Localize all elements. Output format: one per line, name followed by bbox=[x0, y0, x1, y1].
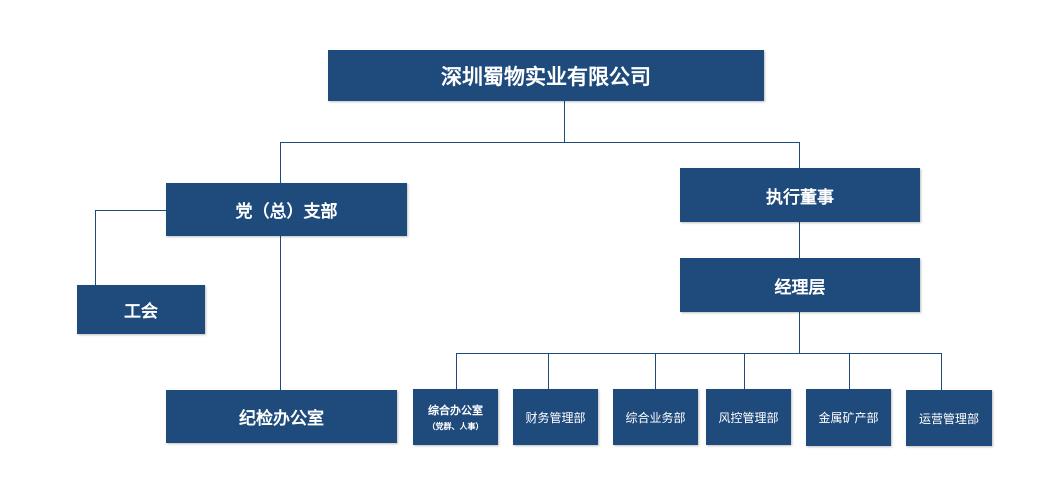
metal-mining-dept-label: 金属矿产部 bbox=[818, 411, 879, 425]
connector-line bbox=[280, 142, 800, 143]
connector-line bbox=[941, 353, 942, 390]
connector-line bbox=[456, 353, 457, 390]
connector-line bbox=[95, 210, 167, 211]
company-label: 深圳蜀物实业有限公司 bbox=[441, 64, 651, 89]
connector-line bbox=[456, 353, 942, 354]
operations-dept-label: 运营管理部 bbox=[918, 411, 979, 426]
connector-line bbox=[799, 222, 800, 259]
connector-line bbox=[564, 101, 565, 143]
connector-line bbox=[744, 353, 745, 390]
general-office-sublabel: （党群、人事） bbox=[427, 422, 484, 431]
connector-line bbox=[280, 236, 281, 391]
management-label: 经理层 bbox=[774, 277, 826, 298]
executive-director-node: 执行董事 bbox=[680, 168, 920, 222]
risk-dept-label: 风控管理部 bbox=[718, 410, 779, 425]
management-node: 经理层 bbox=[680, 258, 920, 312]
party-branch-node: 党（总）支部 bbox=[166, 183, 407, 236]
connector-line bbox=[799, 312, 800, 354]
connector-line bbox=[548, 353, 549, 390]
company-node: 深圳蜀物实业有限公司 bbox=[328, 50, 764, 101]
business-dept-node: 综合业务部 bbox=[613, 389, 698, 445]
business-dept-label: 综合业务部 bbox=[625, 410, 686, 425]
finance-dept-label: 财务管理部 bbox=[525, 410, 586, 425]
discipline-office-node: 纪检办公室 bbox=[166, 390, 397, 443]
general-office-node: 综合办公室 （党群、人事） bbox=[413, 389, 498, 445]
general-office-label: 综合办公室 bbox=[428, 404, 483, 417]
union-node: 工会 bbox=[77, 285, 205, 334]
metal-mining-dept-node: 金属矿产部 bbox=[806, 389, 891, 446]
party-branch-label: 党（总）支部 bbox=[235, 202, 338, 222]
connector-line bbox=[849, 353, 850, 390]
union-label: 工会 bbox=[124, 302, 158, 322]
connector-line bbox=[655, 353, 656, 390]
finance-dept-node: 财务管理部 bbox=[513, 389, 598, 445]
discipline-office-label: 纪检办公室 bbox=[239, 409, 324, 429]
connector-line bbox=[280, 142, 281, 184]
operations-dept-node: 运营管理部 bbox=[906, 390, 992, 446]
connector-line bbox=[799, 142, 800, 169]
executive-director-label: 执行董事 bbox=[766, 187, 834, 208]
risk-dept-node: 风控管理部 bbox=[706, 389, 791, 445]
connector-line bbox=[95, 210, 96, 286]
